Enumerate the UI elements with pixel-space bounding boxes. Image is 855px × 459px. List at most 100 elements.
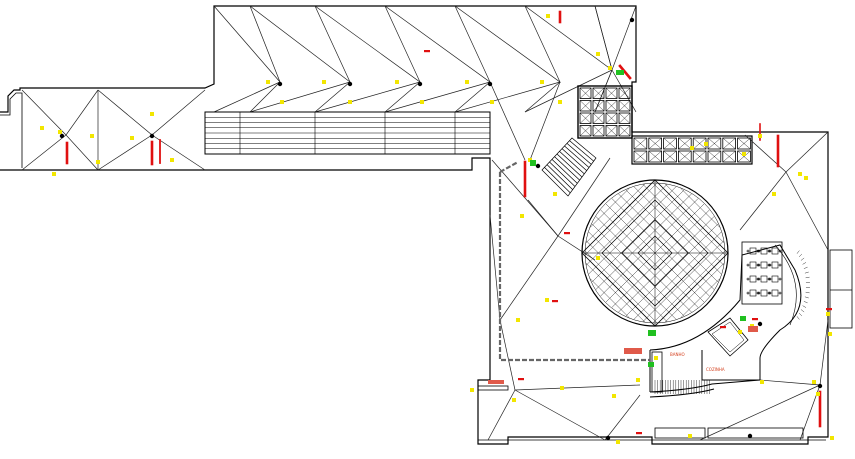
roof-bay-line [489,81,526,161]
fixture [58,130,62,134]
fixture [52,172,56,176]
roof-bay-line [213,81,281,113]
seat-chair [768,249,772,253]
skylight-grid-upper [577,85,633,139]
fixture [130,136,134,140]
outer-walls [0,5,829,445]
seat-chair [768,263,772,267]
hatch-line [600,209,699,308]
tag [720,326,726,329]
grid-cell [692,150,707,163]
fixture [553,192,557,196]
fixture [465,80,469,84]
hatch-line [586,240,668,322]
lower-openings [477,249,853,439]
grid-cell [605,87,618,99]
lamp-point [757,321,763,327]
grid-cross [633,150,647,163]
grid-cell [618,125,631,137]
grid-cell [592,87,605,99]
curve-tick [803,301,808,304]
grid-cell [663,150,677,163]
seat-chair [767,277,771,281]
grid-cell [592,112,605,124]
stair-tread [559,151,585,175]
seat [760,247,768,255]
lamp-point [535,163,541,169]
grid-cell [579,87,592,99]
grid-cross [592,112,605,124]
seat [749,247,757,255]
grid-cross [722,137,736,150]
main-hall-ceiling-lines [487,131,829,441]
curve-tick [804,271,809,274]
roof-bay-line [384,81,421,113]
seat-chair [757,291,761,295]
grid-cell [605,112,618,124]
fixture [596,52,600,56]
curve-tick [800,257,805,261]
stair-tread [544,167,571,194]
curve-tick [798,253,803,258]
seat-chair [767,291,771,295]
room-label-banho: BANHO [670,352,685,357]
grid-cell [579,112,592,124]
curve-tick [800,309,805,313]
fixture [608,66,612,70]
grid-cross [579,125,592,137]
lamp-point [59,133,65,139]
hatch-line [665,263,725,323]
fixture [520,214,524,218]
skylight-grid-right [631,135,753,165]
seat [760,275,768,283]
fixture [512,398,516,402]
seat [771,261,779,269]
curve-tick [796,316,800,320]
roof-bay-line [454,81,561,113]
grid-cross [592,100,605,112]
grid-cell [722,150,736,163]
tag [564,232,570,235]
grid-cross [678,150,692,163]
fixture [280,100,284,104]
tag [424,50,430,53]
fixture [490,100,494,104]
fixture [772,192,776,196]
roof-bay-line [524,81,561,113]
grid-cell [678,137,692,150]
fixture [40,126,44,130]
stair-tread [551,159,578,184]
fixture [150,112,154,116]
seat [760,289,768,297]
curve-tick [796,250,800,254]
grid-cell [737,150,751,163]
grid-cross [633,137,647,150]
fixture [654,356,658,360]
fixture [760,380,764,384]
fixture [688,434,692,438]
fixture [690,146,694,150]
grid-cell [592,100,605,112]
tag [752,318,758,321]
hatch-line [618,216,715,313]
seat [771,289,779,297]
green-connectors [530,70,746,367]
grid-cross [722,150,736,163]
fixture [545,298,549,302]
grid-cross [605,112,618,124]
fixture [170,158,174,162]
fixture [616,440,620,444]
roof-bay-line [384,81,491,113]
seat-chair [746,277,750,281]
seat-chair [757,277,761,281]
stair-tread [556,153,583,178]
hatch-line [680,278,721,319]
hatch-line [605,203,705,303]
tag [636,432,642,435]
seat-chair [746,249,750,253]
grid-cell [633,137,648,150]
grid-cross [618,100,631,112]
roof-bay-line [454,81,491,113]
fixture [830,436,834,440]
